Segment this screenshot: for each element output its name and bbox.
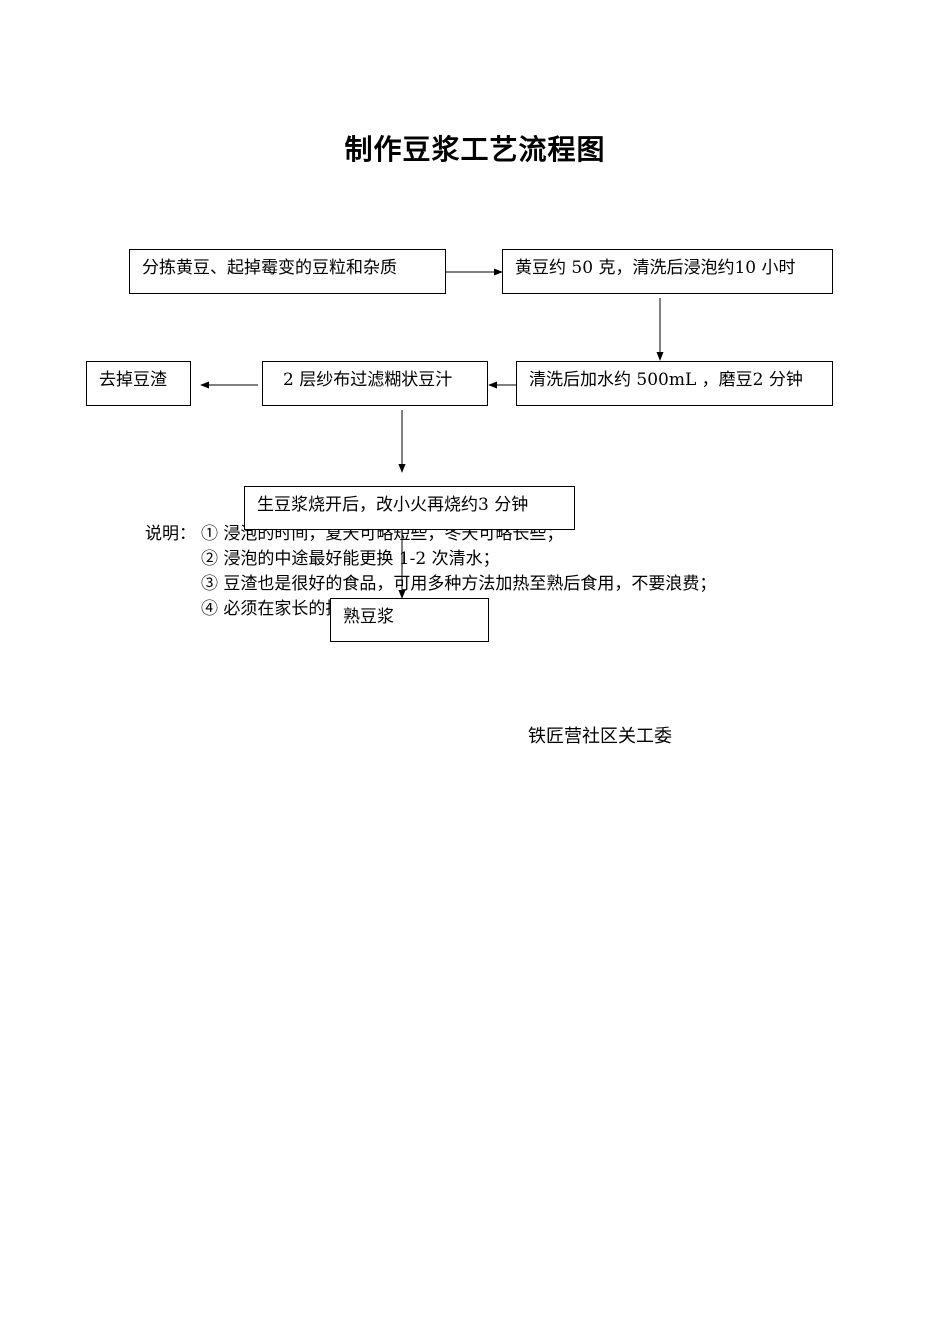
flow-step-boil: 生豆浆烧开后，改小火再烧约3 分钟: [244, 486, 575, 530]
note-item-2: ② 浸泡的中途最好能更换 1-2 次清水；: [201, 549, 500, 569]
flow-step-grind-beans: 清洗后加水约 500mL ，磨豆2 分钟: [516, 361, 833, 406]
flow-step-filter: 2 层纱布过滤糊状豆汁: [262, 361, 488, 406]
notes-prefix: 说明：: [145, 524, 196, 544]
flow-step-sort-beans: 分拣黄豆、起掉霉变的豆粒和杂质: [129, 249, 446, 294]
note-item-3: ③ 豆渣也是很好的食品，可用多种方法加热至熟后食用，不要浪费；: [201, 574, 717, 594]
flow-step-cooked-soymilk: 熟豆浆: [330, 598, 489, 642]
flow-step-soak-beans: 黄豆约 50 克，清洗后浸泡约10 小时: [502, 249, 833, 294]
page-title: 制作豆浆工艺流程图: [344, 133, 606, 166]
signature: 铁匠营社区关工委: [528, 726, 672, 747]
flow-step-remove-dregs: 去掉豆渣: [86, 361, 191, 406]
